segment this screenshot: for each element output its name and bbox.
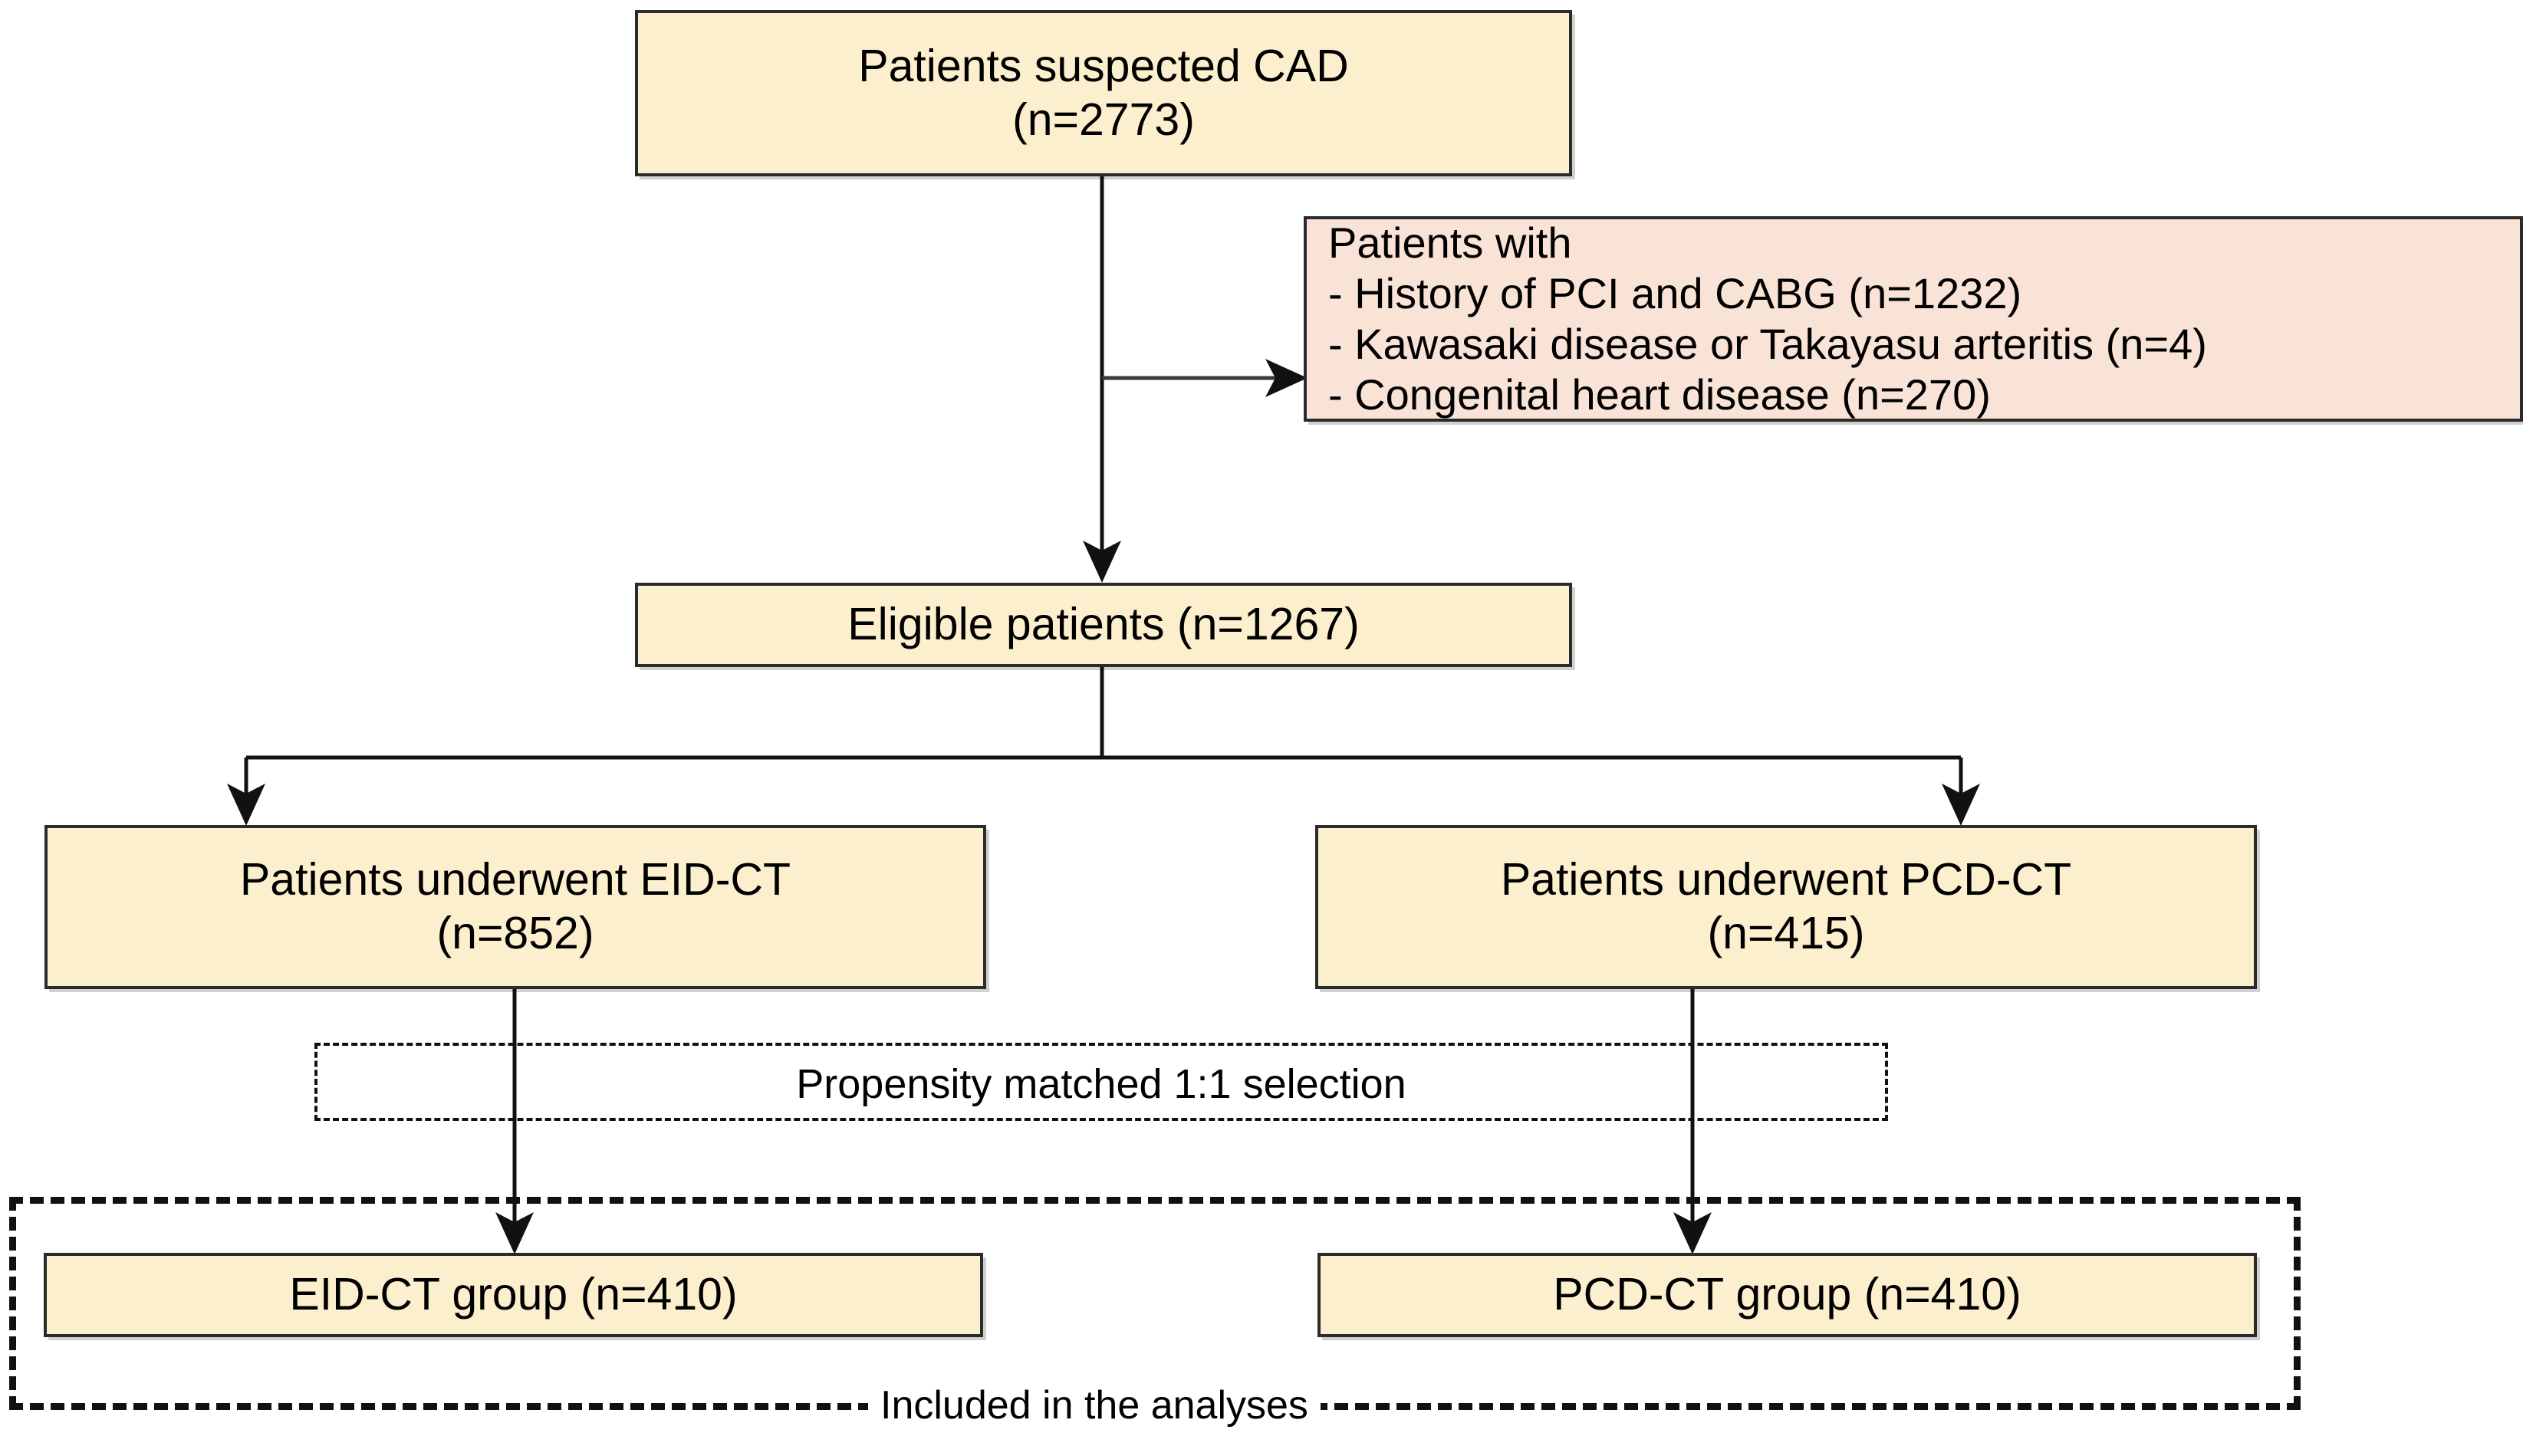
exclusion-heading: Patients with	[1328, 218, 1572, 267]
exclusion-item-pci-cabg: - History of PCI and CABG (n=1232)	[1328, 268, 2022, 317]
node-suspected-line2: (n=2773)	[1012, 94, 1195, 145]
node-eligible-patients[interactable]: Eligible patients (n=1267)	[635, 583, 1572, 667]
node-patients-suspected-cad[interactable]: Patients suspected CAD (n=2773)	[635, 10, 1572, 176]
node-patients-underwent-pcd-ct[interactable]: Patients underwent PCD-CT (n=415)	[1315, 825, 2257, 989]
propensity-matching-label: Propensity matched 1:1 selection	[796, 1061, 1406, 1107]
included-in-analyses-label: Included in the analyses	[868, 1382, 1321, 1428]
exclusion-item-congenital: - Congenital heart disease (n=270)	[1328, 370, 1991, 419]
node-exclusion-criteria[interactable]: Patients with - History of PCI and CABG …	[1304, 216, 2523, 422]
node-eid-group-line1: EID-CT group (n=410)	[289, 1269, 738, 1320]
propensity-matching-box	[314, 1043, 1888, 1121]
node-pcd-group-line1: PCD-CT group (n=410)	[1553, 1269, 2021, 1320]
node-eid-underwent-line2: (n=852)	[436, 908, 594, 958]
node-eligible-line1: Eligible patients (n=1267)	[847, 599, 1360, 650]
node-pcd-underwent-line1: Patients underwent PCD-CT	[1500, 854, 2072, 905]
node-patients-underwent-eid-ct[interactable]: Patients underwent EID-CT (n=852)	[44, 825, 986, 989]
node-pcd-underwent-line2: (n=415)	[1707, 908, 1865, 958]
node-eid-underwent-line1: Patients underwent EID-CT	[239, 854, 791, 905]
node-eid-ct-group[interactable]: EID-CT group (n=410)	[44, 1253, 983, 1337]
node-suspected-line1: Patients suspected CAD	[858, 40, 1349, 91]
exclusion-item-kawasaki-takayasu: - Kawasaki disease or Takayasu arteritis…	[1328, 320, 2207, 368]
node-pcd-ct-group[interactable]: PCD-CT group (n=410)	[1317, 1253, 2257, 1337]
